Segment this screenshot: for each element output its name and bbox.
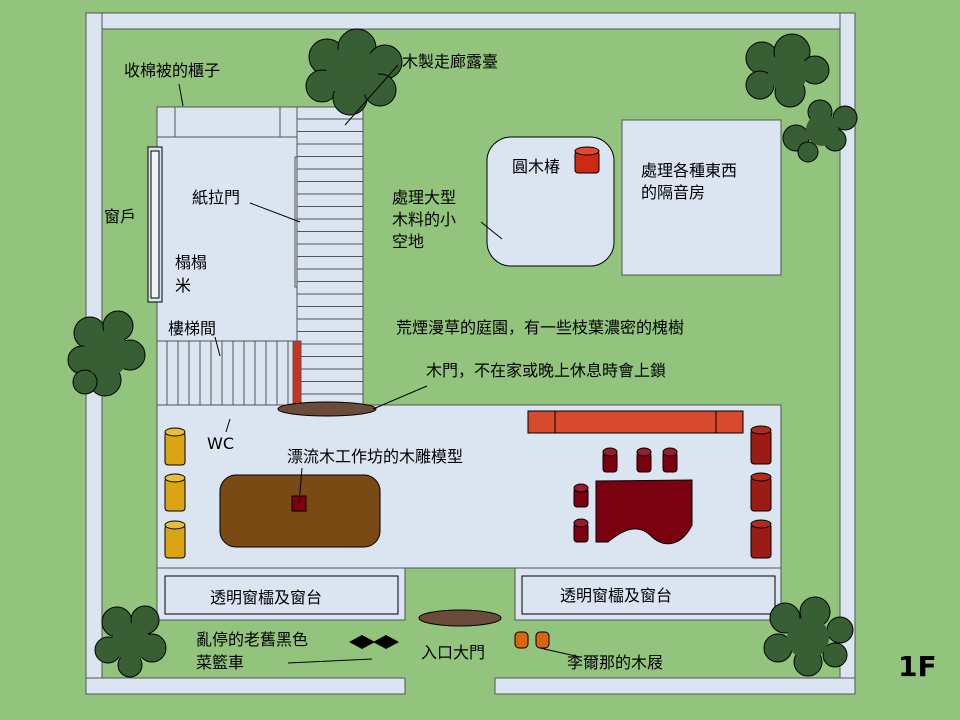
- stool: [164, 520, 186, 559]
- tree-top-center: [305, 28, 403, 116]
- stool: [573, 518, 589, 543]
- stair-hall: [156, 340, 298, 406]
- south-wall-left: [85, 677, 406, 695]
- label-entrance: 入口大門: [421, 643, 485, 662]
- side-window-pane: [150, 150, 160, 299]
- bicycle-icon: [349, 635, 399, 649]
- label-soundproof-1: 處理各種東西: [641, 161, 737, 180]
- clogs-icon: [514, 631, 550, 649]
- maroon-stools: [750, 425, 772, 559]
- tree-bottom-right: [763, 596, 854, 677]
- label-window-sill-right: 透明窗櫺及窗台: [560, 586, 672, 605]
- label-stairs: 樓梯間: [168, 319, 216, 338]
- stool: [602, 447, 618, 473]
- north-wall: [85, 12, 856, 30]
- stool: [164, 473, 186, 512]
- wood-door: [277, 401, 377, 417]
- gold-stools: [164, 427, 186, 559]
- deck-slats: [296, 106, 364, 406]
- label-bike-2: 菜籃車: [196, 653, 244, 672]
- label-tatami-1: 榻榻: [175, 253, 207, 272]
- leader-futon-closet: [178, 83, 184, 107]
- label-wc: WC: [207, 434, 234, 453]
- leader-clogs: [539, 647, 581, 658]
- leader-open-space: [480, 221, 503, 240]
- leader-wc: [225, 418, 231, 433]
- stool: [750, 519, 772, 559]
- stool: [164, 427, 186, 466]
- label-shoji: 紙拉門: [192, 188, 240, 207]
- stool: [662, 447, 678, 473]
- stool: [636, 447, 652, 473]
- desk-stools: [573, 447, 678, 543]
- window-sill-right: [521, 575, 776, 615]
- futon-closet: [156, 106, 298, 138]
- leader-shoji: [249, 202, 301, 223]
- soundproof-room: [621, 119, 782, 276]
- red-bench: [527, 410, 744, 434]
- label-bike-1: 亂停的老舊黑色: [196, 630, 308, 649]
- leader-bicycle: [287, 658, 373, 664]
- label-open-space-1: 處理大型: [392, 188, 456, 207]
- label-clogs: 李爾那的木屐: [567, 653, 663, 672]
- leader-deck: [344, 64, 399, 126]
- tatami-room: [156, 136, 298, 342]
- label-soundproof-2: 的隔音房: [641, 183, 705, 202]
- window-sill-left: [164, 575, 399, 615]
- leader-model: [298, 467, 303, 505]
- entrance-gate: [418, 609, 502, 627]
- tree-right-small: [782, 99, 858, 163]
- label-open-space-2: 木料的小: [392, 210, 456, 229]
- label-tatami-2: 米: [175, 276, 191, 295]
- maroon-desk: [595, 479, 693, 545]
- stool: [573, 483, 589, 508]
- stool: [750, 425, 772, 465]
- label-futon-closet: 收棉被的櫃子: [124, 61, 220, 80]
- tree-left: [67, 310, 146, 397]
- label-garden: 荒煙漫草的庭園，有一些枝葉濃密的槐樹: [396, 318, 684, 337]
- log-stool-icon: [574, 146, 600, 174]
- stair-red-post: [292, 340, 302, 406]
- label-floor: 1F: [898, 650, 937, 683]
- label-driftwood-model: 漂流木工作坊的木雕模型: [287, 447, 463, 466]
- label-window-sill-left: 透明窗櫺及窗台: [210, 588, 322, 607]
- label-open-space-3: 空地: [392, 232, 424, 251]
- stool: [750, 472, 772, 512]
- leader-stairs: [214, 336, 221, 357]
- label-wooden-deck: 木製走廊露臺: [402, 52, 498, 71]
- tree-top-right: [745, 33, 830, 108]
- tree-bottom-left: [94, 605, 167, 678]
- south-wall-right: [494, 677, 856, 695]
- leader-wood-door: [372, 385, 428, 410]
- label-log-stool: 圓木椿: [512, 157, 560, 176]
- label-wood-door: 木門，不在家或晚上休息時會上鎖: [426, 361, 666, 380]
- label-window: 窗戶: [104, 207, 136, 226]
